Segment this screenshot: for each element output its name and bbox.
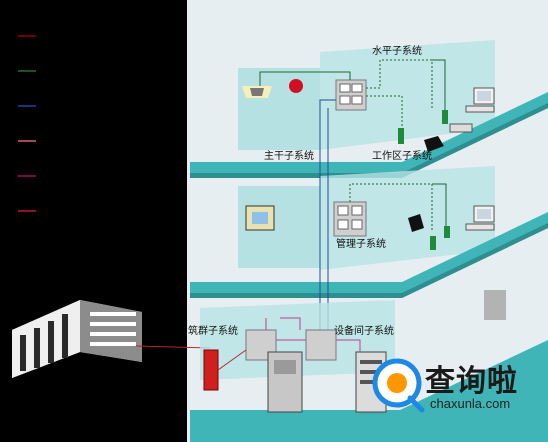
floor2-picture: [245, 205, 275, 231]
floor-1: [190, 290, 548, 442]
floor3-patch-panel: [335, 79, 367, 111]
watermark-magnifier-icon: [372, 358, 425, 413]
floor3-telephone: [424, 136, 444, 152]
floor2-telephone: [408, 214, 424, 232]
watermark: 查询啦 chaxunla.com: [372, 350, 548, 422]
label-backbone-subsystem: 主干子系统: [264, 151, 314, 162]
entrance-box: [203, 349, 219, 391]
watermark-url: chaxunla.com: [430, 396, 511, 411]
watermark-brand: 查询啦: [425, 364, 518, 399]
label-horizontal-subsystem: 水平子系统: [372, 46, 422, 57]
server-rack-2: [355, 351, 387, 413]
server-rack-1: [267, 351, 303, 413]
label-management-subsystem: 管理子系统: [336, 239, 386, 250]
label-work-area-subsystem: 工作区子系统: [372, 151, 432, 162]
floor-2: [190, 166, 548, 298]
floor-3: [190, 40, 548, 178]
floor2-computer: [465, 205, 495, 231]
label-building-entrance-subsystem: 筑群子系统: [188, 326, 238, 337]
legend: [18, 35, 36, 212]
floor2-patch-panel: [333, 201, 367, 237]
floor3-computer: [465, 87, 495, 113]
label-equipment-room-subsystem: 设备间子系统: [334, 326, 394, 337]
campus-building-icon: [12, 300, 211, 378]
floor1-patch-panels: [245, 329, 337, 361]
backbone-risers: [319, 108, 329, 330]
